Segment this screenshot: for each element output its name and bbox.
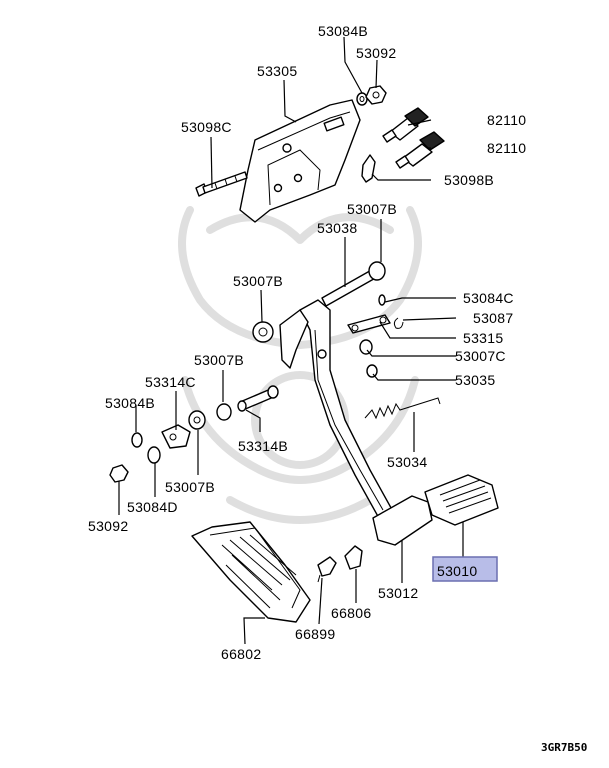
washer-53084B-mid: [131, 432, 143, 448]
callout-66802: 66802: [221, 646, 261, 662]
callout-53084C: 53084C: [463, 290, 514, 306]
nut-53092-bot: [109, 464, 129, 483]
callout-53315: 53315: [463, 330, 503, 346]
callout-53038: 53038: [317, 220, 357, 236]
nut-53092-top: [365, 85, 387, 105]
bushing-53007B-left: [252, 321, 274, 343]
switch-82110-b: [395, 131, 445, 169]
callout-53087: 53087: [473, 310, 513, 326]
switch-82110-a: [382, 107, 429, 143]
clip-53098B: [361, 154, 376, 183]
spring-53034: [364, 397, 441, 420]
callout-53098C: 53098C: [181, 119, 232, 135]
callout-53305: 53305: [257, 63, 297, 79]
pedal-arm: [279, 299, 396, 521]
bushing-53007B-mid: [216, 403, 232, 421]
callout-82110-b: 82110: [487, 140, 526, 156]
callout-53084D: 53084D: [127, 499, 178, 515]
callout-53098B: 53098B: [444, 172, 494, 188]
washer-53084D: [147, 446, 161, 464]
washer-53084B-top: [356, 92, 368, 106]
callout-53007B-d: 53007B: [165, 479, 215, 495]
callout-53007B-a: 53007B: [347, 201, 397, 217]
callout-53314B: 53314B: [238, 438, 288, 454]
callout-66806: 66806: [331, 605, 371, 621]
link-53315: [347, 314, 391, 334]
callout-53007B-c: 53007B: [194, 352, 244, 368]
callout-53035: 53035: [455, 372, 495, 388]
bushing-53007C: [359, 339, 373, 355]
lever-53314C: [161, 424, 191, 449]
pad-53012: [372, 495, 433, 546]
accel-pedal-66802: [191, 521, 311, 623]
bracket-53305: [239, 99, 361, 223]
leader-lines: [118, 36, 464, 645]
bolt-53098C: [195, 171, 248, 197]
pin-53084C: [378, 294, 386, 306]
callout-labels: 53084B 53092 53305 82110 82110 53098C 53…: [88, 23, 526, 662]
callout-53084B-mid: 53084B: [105, 395, 155, 411]
callout-53092-bot: 53092: [88, 518, 128, 534]
callout-53092-top: 53092: [356, 45, 396, 61]
callout-53007C: 53007C: [455, 348, 506, 364]
pedal-pad-53010: [424, 474, 499, 526]
pipe-53038: [321, 261, 386, 307]
shaft-53314B: [237, 385, 279, 412]
callout-53034: 53034: [387, 454, 427, 470]
highlight-box-53010: [432, 556, 498, 582]
bushing-53007B-low: [188, 410, 206, 430]
diagram-code: 3GR7B50: [541, 741, 587, 754]
clip-66899: [317, 556, 337, 583]
stopper-53035: [366, 364, 378, 378]
callout-53084B-top: 53084B: [318, 23, 368, 39]
callout-53010: 53010: [437, 563, 477, 579]
callout-82110-a: 82110: [487, 112, 526, 128]
callout-53007B-b: 53007B: [233, 273, 283, 289]
callout-53314C: 53314C: [145, 374, 196, 390]
callout-53012: 53012: [378, 585, 418, 601]
callout-66899: 66899: [295, 626, 335, 642]
cotter-53087: [393, 317, 404, 329]
stopper-66806: [344, 545, 363, 570]
